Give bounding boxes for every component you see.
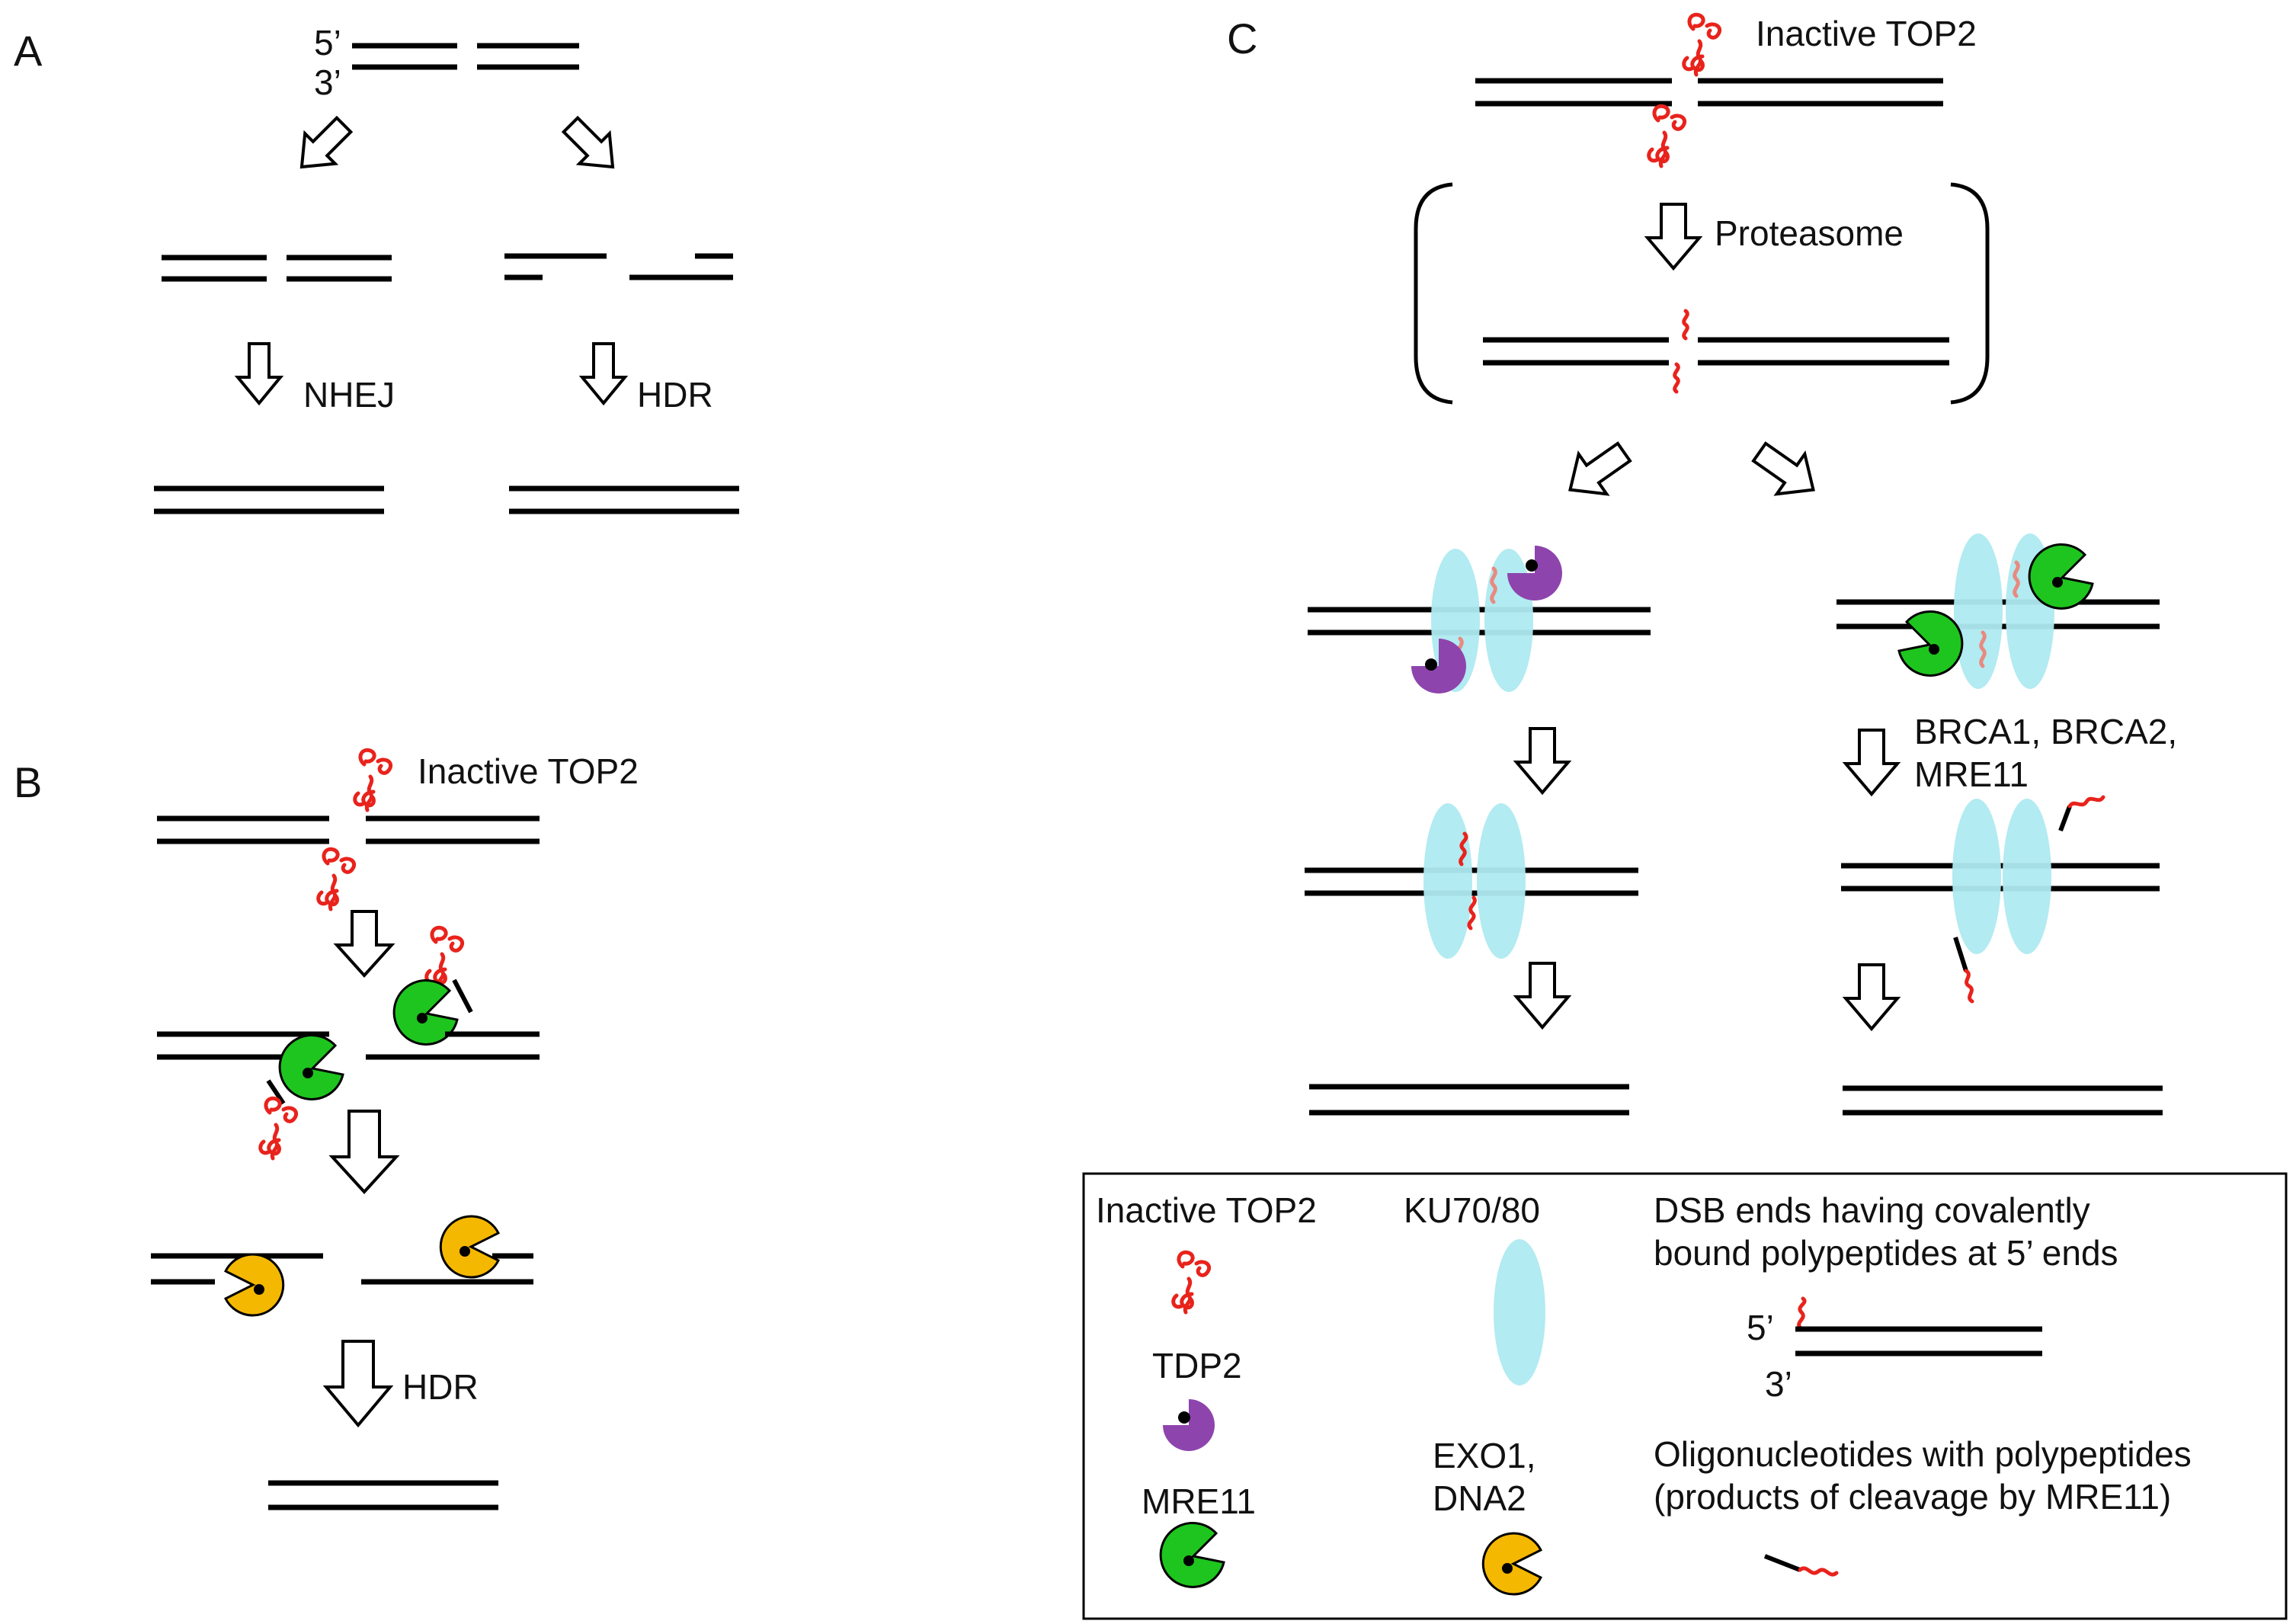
arrow-icon (1644, 203, 1703, 271)
ku-ellipse-icon (1494, 1239, 1545, 1385)
repaired-dna (154, 485, 739, 514)
legend-five-prime: 5’ (1747, 1308, 1774, 1347)
arrow-icon (578, 342, 629, 406)
bracket-left (1414, 182, 1453, 405)
top2-icon (427, 927, 463, 988)
panel-b-label: B (14, 758, 42, 806)
arrow-icon (299, 115, 354, 169)
arrow-icon (561, 115, 615, 169)
legend-box (1082, 1172, 2288, 1620)
legend-ku: KU70/80 (1404, 1190, 1540, 1230)
legend-three-prime: 3’ (1765, 1364, 1792, 1404)
legend: Inactive TOP2 KU70/80 DSB ends having co… (1082, 1172, 2288, 1620)
arrow-icon (328, 1110, 400, 1194)
peptide-dna (1483, 309, 1949, 394)
oligo-tick (452, 979, 473, 1014)
cleaved-ends (1841, 795, 2160, 1004)
top2-icon (319, 849, 354, 909)
three-prime-label: 3’ (314, 62, 341, 102)
legend-exo1-line1: EXO1, (1433, 1436, 1536, 1475)
brca-label-line2: MRE11 (1914, 754, 2029, 794)
tdp2-icon (1507, 546, 1562, 601)
brca-label-line1: BRCA1, BRCA2, (1914, 712, 2177, 751)
arrow-icon (1513, 727, 1572, 796)
exo1-icon (224, 1253, 285, 1317)
top2-icon (1684, 14, 1720, 75)
mre11-complex (1836, 533, 2160, 689)
legend-mre11: MRE11 (1142, 1481, 1256, 1521)
hdr-label: HDR (637, 375, 713, 415)
proteasome-label: Proteasome (1715, 213, 1904, 253)
exo1-icon (439, 1215, 500, 1279)
arrow-icon (1842, 963, 1901, 1032)
legend-dna (1795, 1296, 2042, 1357)
arrow-icon (1751, 441, 1815, 496)
legend-dsb-line2: bound polypeptides at 5’ ends (1654, 1233, 2118, 1273)
top2-icon (261, 1098, 296, 1158)
arrow-icon (322, 1340, 394, 1428)
dsb-strands (352, 43, 579, 70)
legend-oligo-line2: (products of cleavage by MRE11) (1654, 1477, 2171, 1517)
arrow-icon (234, 342, 284, 406)
panel-c: C Inactive TOP2 Proteasome (1227, 14, 2177, 1116)
bracket-right (1950, 182, 1990, 405)
nhej-label: NHEJ (303, 375, 395, 415)
tdp2-complex (1308, 546, 1651, 693)
blunt-ends (162, 255, 392, 282)
oligo-tick (266, 1079, 286, 1105)
legend-oligo-line1: Oligonucleotides with polypeptides (1654, 1434, 2192, 1474)
arrow-icon (333, 910, 395, 978)
repaired-dna (268, 1480, 498, 1510)
mre11-icon (1897, 610, 1964, 677)
repaired-dna (1309, 1084, 1629, 1116)
arrow-icon (1842, 729, 1901, 797)
inactive-top2-label: Inactive TOP2 (418, 751, 639, 791)
hdr-label: HDR (402, 1367, 479, 1407)
ku-bound-ends (1305, 803, 1638, 959)
dsb-strands (157, 815, 540, 844)
tdp2-icon (1411, 639, 1466, 693)
tdp2-icon (1163, 1399, 1215, 1451)
inactive-top2-label: Inactive TOP2 (1756, 14, 1977, 53)
panel-a-label: A (14, 27, 43, 75)
legend-tdp2: TDP2 (1152, 1346, 1242, 1385)
clipped-ends (157, 1031, 540, 1060)
legend-inactive-top2: Inactive TOP2 (1096, 1190, 1317, 1230)
arrow-icon (1568, 441, 1632, 496)
legend-exo1-line2: DNA2 (1433, 1478, 1526, 1518)
panel-b: B Inactive TOP2 (14, 750, 639, 1510)
top2-icon (355, 750, 391, 810)
resected-ends (151, 1253, 533, 1285)
repaired-dna (1843, 1085, 2163, 1116)
mre11-icon (2028, 543, 2094, 610)
panel-c-label: C (1227, 14, 1257, 62)
peptide-icon (1763, 1554, 1839, 1577)
legend-dsb-line1: DSB ends having covalently (1654, 1190, 2090, 1230)
arrow-icon (1513, 962, 1572, 1030)
five-prime-label: 5’ (314, 23, 341, 62)
panel-a: A 5’ 3’ NHEJ (14, 23, 739, 514)
top2-icon (1649, 106, 1685, 166)
dsb-strands (1475, 78, 1943, 107)
resected-ends (504, 253, 733, 280)
mre11-icon (278, 1033, 344, 1100)
